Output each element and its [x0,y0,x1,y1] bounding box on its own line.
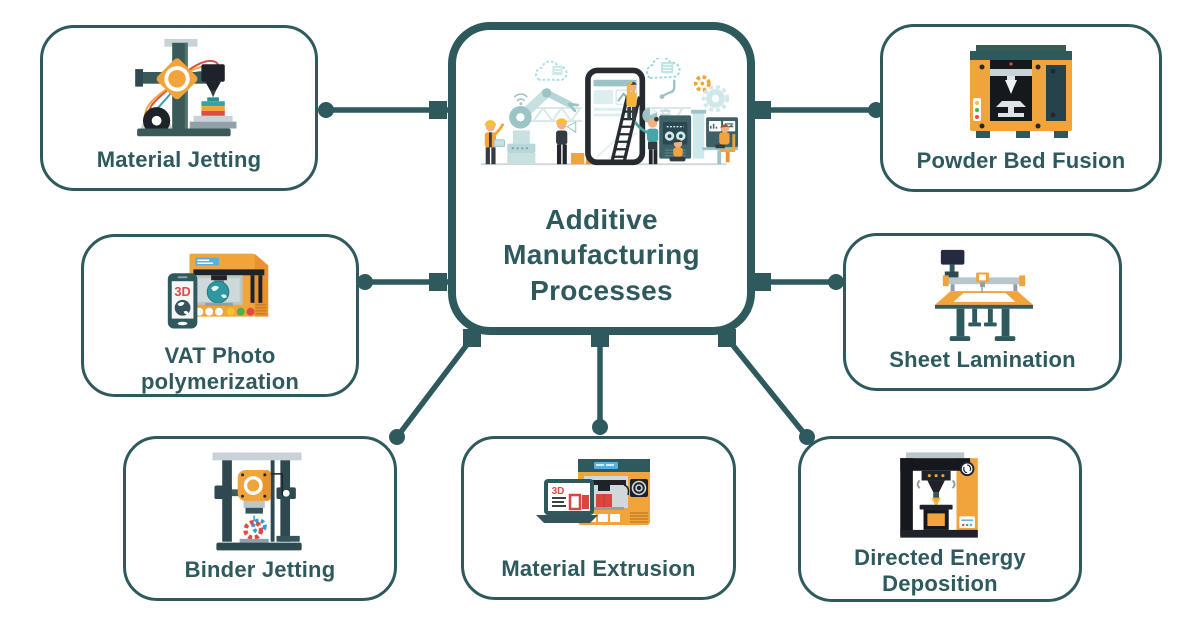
smart-factory-illustration [466,42,738,202]
node-label-directed-energy-deposition: Directed Energy Deposition [854,545,1026,596]
node-label-material-jetting: Material Jetting [96,147,262,173]
connector-material-jetting [318,101,452,119]
node-binder-jetting: Binder Jetting [123,436,397,601]
worker-with-megaphone [555,117,576,164]
control-cabinet [658,115,691,159]
vat-photopolymerization-printer-icon: 3D [156,237,284,343]
connector-directed-energy-deposition [718,329,815,445]
node-vat-photopolymerization: 3D VAT Photo polymerization [81,234,359,397]
node-label-binder-jetting: Binder Jetting [184,557,336,583]
connector-sheet-lamination [752,273,844,291]
cloud-data-icon [534,60,568,81]
node-material-jetting: Material Jetting [40,25,318,191]
connector-binder-jetting [389,329,481,445]
operator-workstation [701,117,738,164]
node-powder-bed-fusion: Powder Bed Fusion [880,24,1162,192]
node-label-sheet-lamination: Sheet Lamination [889,347,1076,373]
center-node-additive-manufacturing: Additive Manufacturing Processes [448,22,755,335]
pointing-worker [633,116,659,164]
connector-powder-bed-fusion [752,101,884,119]
node-label-material-extrusion: Material Extrusion [501,556,696,582]
cloud-data-icon [645,57,681,79]
sheet-lamination-machine-icon [918,236,1048,347]
sitting-worker [669,139,685,162]
worker-with-laptop [484,119,505,164]
node-material-extrusion: 3D Material Extrusion [461,436,736,600]
binder-jetting-printer-icon [197,439,323,557]
directed-energy-deposition-machine-icon [877,439,1003,545]
node-label-powder-bed-fusion: Powder Bed Fusion [916,148,1126,174]
node-label-vat-photopolymerization: VAT Photo polymerization [140,343,300,394]
connector-material-extrusion [591,329,609,435]
material-jetting-printer-icon [115,28,243,147]
node-directed-energy-deposition: Directed Energy Deposition [798,436,1082,602]
connector-vat-photopolymerization [357,273,452,291]
node-sheet-lamination: Sheet Lamination [843,233,1122,391]
laptop-screen-3d-text: 3D [551,486,564,497]
gear-icon [693,74,729,112]
worker-on-ladder [625,80,637,120]
phone-screen-3d-text: 3D [174,284,190,299]
diagram-title: Additive Manufacturing Processes [503,203,700,307]
powder-bed-fusion-printer-icon [956,27,1086,148]
material-extrusion-printer-icon: 3D [534,439,664,556]
robot-arm [506,87,579,164]
